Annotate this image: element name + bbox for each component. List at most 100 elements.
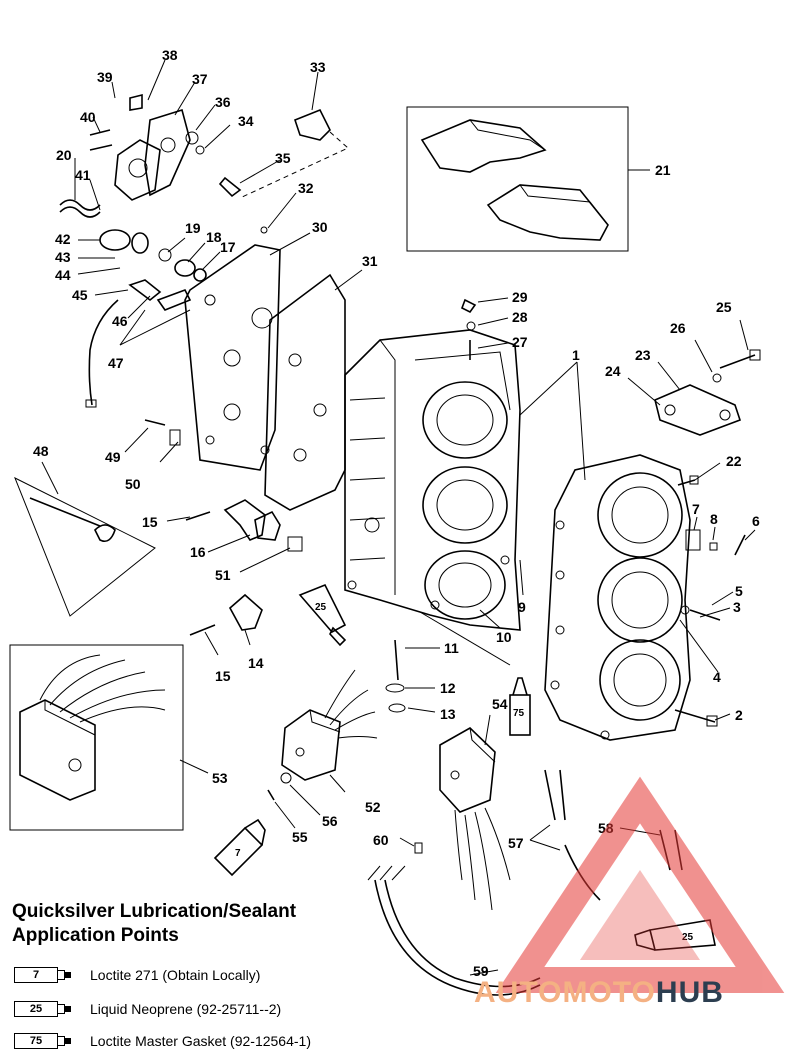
callout-44: 44	[55, 267, 71, 283]
callout-56: 56	[322, 813, 338, 829]
callout-31: 31	[362, 253, 378, 269]
legend-title-line1: Quicksilver Lubrication/Sealant	[12, 901, 297, 922]
callout-11: 11	[444, 640, 459, 656]
tube-label-25-upper: 25	[315, 602, 327, 613]
module-52	[281, 669, 378, 781]
callout-43: 43	[55, 249, 71, 265]
inset-module-53	[9, 644, 184, 831]
callout-48: 48	[33, 443, 49, 459]
callout-47: 47	[108, 355, 124, 371]
callout-40: 40	[80, 109, 96, 125]
tube-icon: 7	[14, 966, 72, 984]
tube-icon: 75	[14, 1032, 72, 1050]
callout-7: 7	[692, 501, 700, 517]
gasket-plate-23	[654, 384, 742, 436]
callout-16: 16	[190, 544, 206, 560]
callout-labels: 1 2 3 4 5 6 7 8 9 10 11 12 13 14 15 15 1…	[33, 47, 760, 979]
callout-46: 46	[112, 313, 128, 329]
callout-41: 41	[75, 167, 91, 183]
callout-6: 6	[752, 513, 760, 529]
sealant-tube-7	[213, 818, 266, 877]
callout-35: 35	[275, 150, 291, 166]
watermark-text: AUTOMOTOHUB	[474, 976, 724, 1010]
tube-icon: 25	[14, 1000, 72, 1018]
callout-4: 4	[713, 669, 721, 685]
callout-49: 49	[105, 449, 121, 465]
callout-45: 45	[72, 287, 88, 303]
cylinder-block	[344, 329, 521, 631]
callout-18: 18	[206, 229, 222, 245]
callout-26: 26	[670, 320, 686, 336]
legend-title-line2: Application Points	[12, 925, 179, 946]
callout-1: 1	[572, 347, 580, 363]
legend-title: Quicksilver Lubrication/Sealant Applicat…	[12, 900, 296, 948]
callout-50: 50	[125, 476, 141, 492]
callout-25: 25	[716, 299, 732, 315]
callout-60: 60	[373, 832, 389, 848]
callout-19: 19	[185, 220, 201, 236]
callout-54: 54	[492, 696, 508, 712]
legend-item-7: 7 Loctite 271 (Obtain Locally)	[14, 964, 260, 986]
callout-13: 13	[440, 706, 456, 722]
throttle-linkage-assembly	[59, 93, 349, 408]
callout-28: 28	[512, 309, 528, 325]
leader-lines	[74, 59, 756, 976]
legend-item-75: 75 Loctite Master Gasket (92-12564-1)	[14, 1030, 311, 1052]
callout-5: 5	[735, 583, 743, 599]
callout-51: 51	[215, 567, 231, 583]
callout-12: 12	[440, 680, 456, 696]
callout-34: 34	[238, 113, 254, 129]
callout-20: 20	[56, 147, 72, 163]
legend-item-text: Loctite 271 (Obtain Locally)	[90, 967, 261, 983]
callout-15-upper: 15	[142, 514, 158, 530]
callout-30: 30	[312, 219, 328, 235]
module-54	[439, 727, 511, 911]
callout-21: 21	[655, 162, 671, 178]
inset-spring-48	[14, 461, 156, 617]
watermark-logo-mark	[495, 776, 785, 993]
callout-36: 36	[215, 94, 231, 110]
callout-53: 53	[212, 770, 228, 786]
callout-59: 59	[473, 963, 489, 979]
callout-2: 2	[735, 707, 743, 723]
tube-label-25-lower: 25	[682, 932, 694, 943]
callout-52: 52	[365, 799, 381, 815]
callout-24: 24	[605, 363, 621, 379]
callout-42: 42	[55, 231, 71, 247]
tube-label-75: 75	[513, 708, 525, 719]
callout-37: 37	[192, 71, 208, 87]
callout-22: 22	[726, 453, 742, 469]
callout-55: 55	[292, 829, 308, 845]
callout-17: 17	[220, 239, 236, 255]
crankcase-cover	[544, 454, 691, 741]
callout-3: 3	[733, 599, 741, 615]
tube-labels: 25 75 7 25	[235, 602, 694, 943]
callout-8: 8	[710, 511, 718, 527]
callout-38: 38	[162, 47, 178, 63]
callout-14: 14	[248, 655, 264, 671]
clamps-and-retainers	[223, 499, 303, 631]
callout-23: 23	[635, 347, 651, 363]
callout-39: 39	[97, 69, 113, 85]
sealant-tube-75	[509, 677, 531, 736]
callout-29: 29	[512, 289, 528, 305]
callout-32: 32	[298, 180, 314, 196]
tube-label-7: 7	[235, 848, 241, 859]
callout-15-lower: 15	[215, 668, 231, 684]
callout-57: 57	[508, 835, 524, 851]
callout-9: 9	[518, 599, 526, 615]
watermark-part2: HUB	[655, 976, 724, 1009]
callout-33: 33	[310, 59, 326, 75]
bolts-and-hardware	[144, 226, 761, 854]
legend-item-text: Liquid Neoprene (92-25711--2)	[90, 1001, 282, 1017]
legend-item-25: 25 Liquid Neoprene (92-25711--2)	[14, 998, 281, 1020]
sealant-tube-25-upper	[298, 583, 347, 647]
callout-10: 10	[496, 629, 512, 645]
sealant-tube-25-lower	[634, 919, 716, 951]
inset-covers-21	[406, 106, 650, 252]
watermark-part1: AUTOMOTO	[474, 976, 656, 1009]
legend-item-text: Loctite Master Gasket (92-12564-1)	[90, 1033, 311, 1049]
callout-27: 27	[512, 334, 528, 350]
cover-plate-and-gasket	[184, 244, 346, 511]
